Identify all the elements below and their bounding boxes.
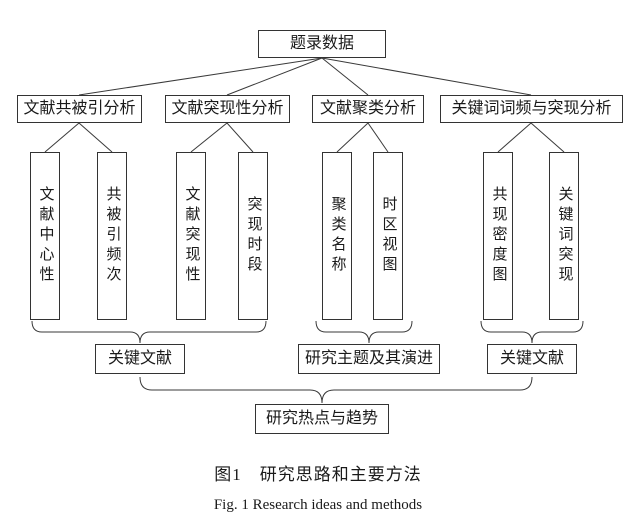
node-leaf-timezone-view: 时区视图 [373, 152, 403, 320]
node-leaf-burst-period: 突现时段 [238, 152, 268, 320]
node-leaf-cooccurrence-density: 共现密度图 [483, 152, 513, 320]
node-outcome-key-literature-left: 关键文献 [95, 344, 185, 374]
node-leaf-keyword-burst: 关键词突现 [549, 152, 579, 320]
node-outcome-research-themes: 研究主题及其演进 [298, 344, 440, 374]
node-branch-cluster-analysis: 文献聚类分析 [312, 95, 424, 123]
node-outcome-key-literature-right: 关键文献 [487, 344, 577, 374]
node-leaf-cocitation-frequency: 共被引频次 [97, 152, 127, 320]
node-leaf-cluster-name: 聚类名称 [322, 152, 352, 320]
node-final-hotspots-trends: 研究热点与趋势 [255, 404, 389, 434]
node-leaf-centrality: 文献中心性 [30, 152, 60, 320]
node-branch-cocitation-analysis: 文献共被引分析 [17, 95, 142, 123]
node-root: 题录数据 [258, 30, 386, 58]
figure-caption-en: Fig. 1 Research ideas and methods [213, 497, 423, 513]
node-leaf-literature-burst: 文献突现性 [176, 152, 206, 320]
node-branch-keyword-analysis: 关键词词频与突现分析 [440, 95, 623, 123]
node-branch-burst-analysis: 文献突现性分析 [165, 95, 290, 123]
figure-caption-zh: 图1 研究思路和主要方法 [214, 465, 422, 484]
